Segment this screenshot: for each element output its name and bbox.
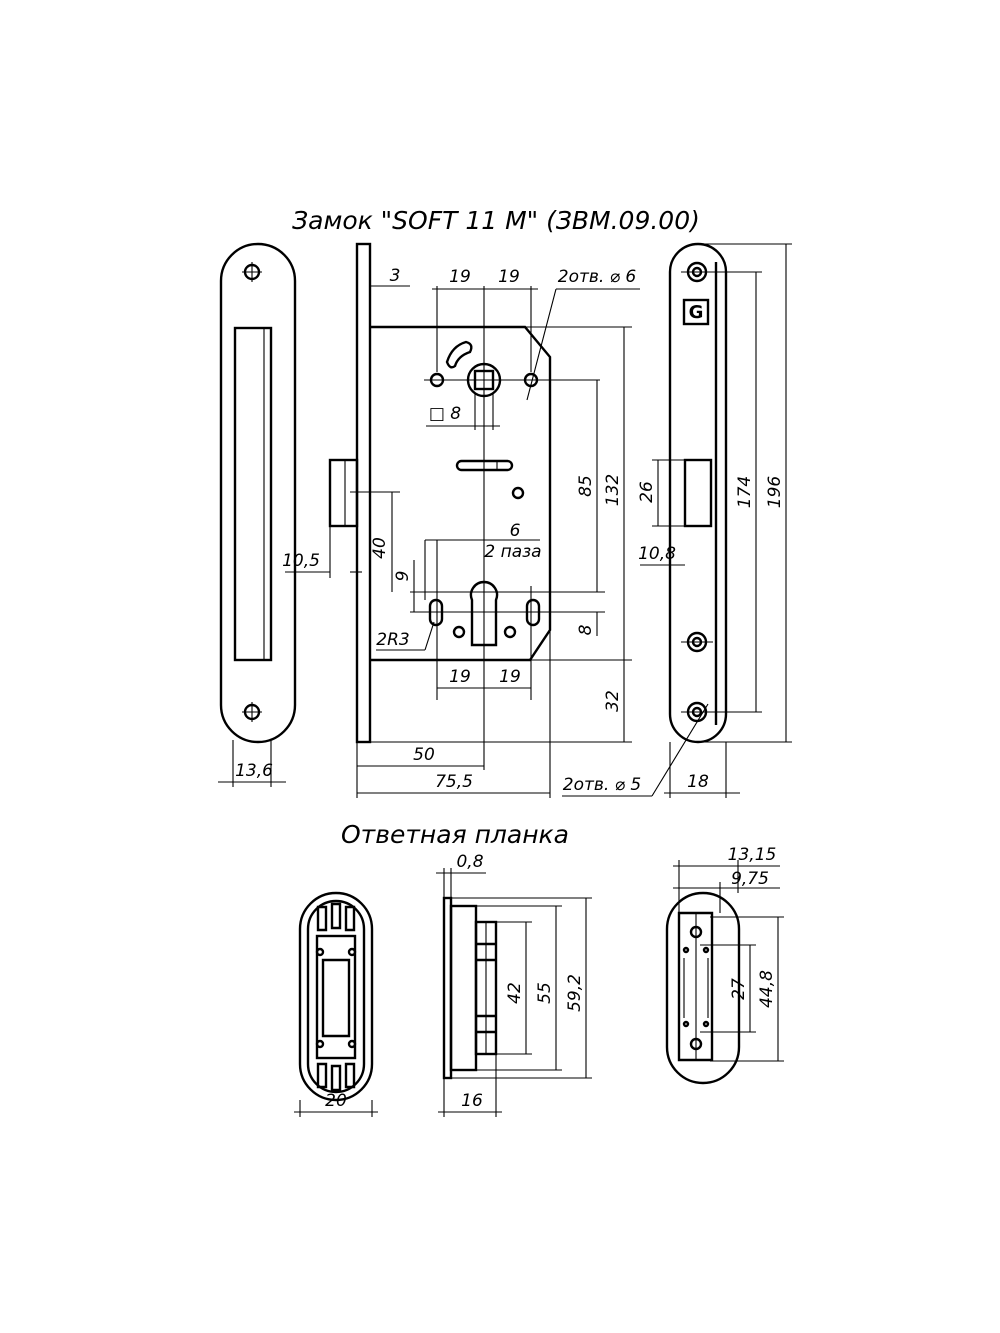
dim-10-8: 10,8 [638, 544, 676, 564]
slots-label: 2 паза [484, 542, 541, 562]
dim-27: 27 [729, 978, 749, 1000]
lock-body-view: 3 19 19 2отв. ⌀ 6 □ 8 85 132 32 40 9 [282, 242, 640, 798]
dim-44-8: 44,8 [757, 970, 777, 1008]
dim-32: 32 [603, 690, 623, 712]
dim-18: 18 [687, 772, 709, 792]
dim-13-15: 13,15 [728, 845, 777, 865]
dim-13-6: 13,6 [235, 761, 273, 781]
dim-174: 174 [735, 476, 755, 508]
holes-bottom-label: 2отв. ⌀ 5 [563, 775, 641, 795]
brand-logo [682, 298, 710, 326]
dim-55: 55 [535, 982, 555, 1004]
strike-front-view: 20 [294, 891, 378, 1117]
left-faceplate-view: 13,6 [218, 242, 297, 787]
dim-50: 50 [413, 745, 435, 765]
dim-19-bottom-right: 19 [499, 667, 521, 687]
dim-19-top-left: 19 [449, 267, 471, 287]
dim-20: 20 [325, 1091, 347, 1111]
dim-3: 3 [390, 266, 401, 286]
dim-0-8: 0,8 [456, 852, 483, 872]
dim-19-bottom-left: 19 [449, 667, 471, 687]
dim-132: 132 [603, 474, 623, 506]
square-8: □ 8 [429, 404, 461, 424]
dim-59-2: 59,2 [565, 974, 585, 1012]
dim-8: 8 [576, 624, 596, 635]
dim-9: 9 [393, 571, 413, 582]
radius-2r3: 2R3 [376, 630, 409, 650]
dim-26: 26 [637, 481, 657, 503]
dim-40: 40 [370, 537, 390, 559]
dim-196: 196 [765, 476, 785, 509]
strike-side-view: 0,8 42 55 59,2 16 [436, 852, 592, 1117]
dim-85: 85 [576, 475, 596, 497]
dim-75-5: 75,5 [435, 772, 473, 792]
dim-42: 42 [505, 982, 525, 1004]
dim-6: 6 [510, 521, 521, 541]
holes-top-label: 2отв. ⌀ 6 [558, 267, 637, 287]
dim-16: 16 [461, 1091, 483, 1111]
dim-10-5: 10,5 [282, 551, 320, 571]
logo-letter: G [689, 302, 704, 323]
strike-title: Ответная планка [341, 820, 569, 849]
lock-title: Замок "SOFT 11 M" (ЗВМ.09.00) [292, 206, 700, 235]
dim-19-top-right: 19 [498, 267, 520, 287]
dim-9-75: 9,75 [731, 869, 769, 889]
strike-back-view: 13,15 9,75 27 44,8 [665, 845, 784, 1085]
right-faceplate-view: G 26 174 196 10,8 2отв. ⌀ 5 [562, 242, 792, 798]
